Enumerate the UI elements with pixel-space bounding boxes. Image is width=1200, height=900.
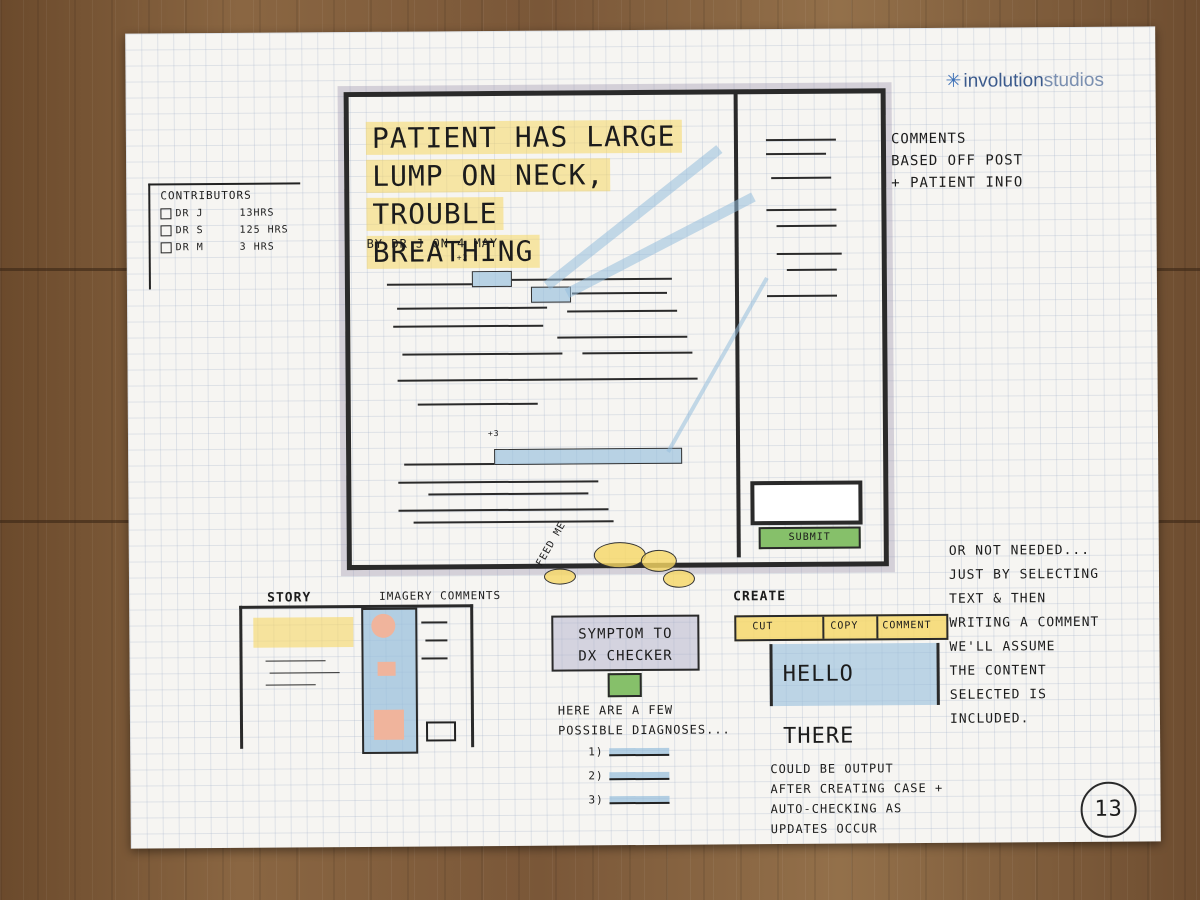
- contributor-hours: 13HRS: [239, 207, 275, 219]
- diagnosis-number: 2): [588, 769, 604, 783]
- note-line: BASED OFF POST: [891, 152, 1024, 170]
- symptom-checker-line: SYMPTOM TO: [578, 625, 673, 643]
- sketch-paper: ✳involutionstudios CONTRIBUTORS DR J 13H…: [125, 26, 1161, 849]
- image-thumbnail: [371, 613, 396, 638]
- comment-line: [421, 621, 448, 624]
- contributor-hours: 3 HRS: [239, 241, 275, 253]
- note-line: AFTER CREATING CASE +: [770, 780, 944, 797]
- note-line: JUST BY SELECTING: [948, 566, 1100, 583]
- highlighted-text: [494, 447, 683, 466]
- cut-button[interactable]: CUT: [752, 621, 774, 633]
- page-number: 13: [1080, 781, 1137, 838]
- comment-input[interactable]: [425, 721, 457, 742]
- post-title-line: PATIENT HAS LARGE: [365, 119, 682, 155]
- logo-brand-b: studios: [1043, 69, 1104, 92]
- involution-logo: ✳involutionstudios: [945, 69, 1104, 93]
- comment-line: [421, 657, 448, 660]
- note-line: OR NOT NEEDED...: [948, 542, 1091, 559]
- create-heading: CREATE: [733, 589, 787, 605]
- avatar-icon: [160, 242, 172, 254]
- copy-button[interactable]: COPY: [830, 620, 859, 632]
- avatar-icon: [160, 208, 172, 220]
- post-byline: BY DR J ON 4 MAY: [366, 236, 499, 251]
- note-line: COMMENTS: [890, 130, 967, 148]
- comment-line: [771, 176, 832, 180]
- symptom-checker-line: DX CHECKER: [578, 647, 673, 665]
- note-line: + PATIENT INFO: [891, 174, 1024, 192]
- comment-line: [776, 224, 837, 228]
- diagnosis-item[interactable]: 3): [588, 788, 670, 813]
- output-note: COULD BE OUTPUT AFTER CREATING CASE + AU…: [770, 758, 943, 839]
- speech-bubble: [543, 568, 577, 585]
- image-thumbnail: [373, 709, 405, 740]
- note-line: AUTO-CHECKING AS: [770, 801, 903, 817]
- story-heading: STORY: [267, 590, 312, 606]
- down-arrow-icon: [607, 673, 642, 698]
- contributors-panel: CONTRIBUTORS DR J 13HRS DR S 125 HRS DR …: [148, 182, 301, 290]
- submit-button[interactable]: SUBMIT: [758, 526, 861, 550]
- comments-note: COMMENTS BASED OFF POST + PATIENT INFO: [891, 127, 1023, 194]
- image-thumbnail: [377, 661, 396, 676]
- contributor-name: DR S: [175, 225, 204, 237]
- note-line: SELECTED IS: [949, 687, 1047, 703]
- contributor-name: DR J: [175, 208, 204, 220]
- speech-bubble: [640, 549, 677, 573]
- toolbar-divider: [822, 616, 825, 639]
- note-line: UPDATES OCCUR: [770, 821, 878, 837]
- speech-bubble: [662, 569, 696, 588]
- avatar-icon: [160, 225, 172, 237]
- story-highlight: [253, 617, 354, 648]
- diagnosis-number: 1): [588, 745, 604, 759]
- diagnosis-list: 1) 2) 3): [588, 740, 670, 813]
- contributor-row: DR S 125 HRS: [160, 224, 301, 237]
- comment-button[interactable]: COMMENT: [882, 619, 932, 632]
- note-line: WE'LL ASSUME: [949, 639, 1056, 655]
- annotation-label: +2: [456, 253, 469, 263]
- diagnosis-item[interactable]: 2): [588, 764, 670, 789]
- spark-icon: ✳: [945, 70, 962, 92]
- note-line: WRITING A COMMENT: [949, 614, 1100, 631]
- logo-brand-a: involution: [963, 70, 1044, 92]
- comment-line: [425, 639, 448, 642]
- symptom-checker[interactable]: SYMPTOM TO DX CHECKER: [551, 614, 700, 672]
- contributor-row: DR M 3 HRS: [160, 241, 301, 254]
- comment-line: [786, 268, 837, 271]
- possible-diagnoses-heading: HERE ARE A FEW POSSIBLE DIAGNOSES...: [558, 699, 731, 740]
- selection-toolbar: CUT COPY COMMENT: [734, 613, 949, 642]
- contributor-row: DR J 13HRS: [160, 207, 300, 220]
- imagery-comments-heading: IMAGERY COMMENTS: [379, 588, 502, 603]
- diagnosis-number: 3): [588, 793, 604, 807]
- diagnosis-item[interactable]: 1): [588, 740, 670, 765]
- diagnosis-placeholder: [609, 795, 670, 805]
- contributors-title: CONTRIBUTORS: [160, 188, 252, 203]
- note-line: THE CONTENT: [949, 663, 1047, 679]
- selection-note: OR NOT NEEDED... JUST BY SELECTING TEXT …: [949, 539, 1100, 732]
- diagnosis-placeholder: [609, 771, 670, 781]
- contributor-hours: 125 HRS: [239, 224, 289, 236]
- heading-line: HERE ARE A FEW: [557, 702, 674, 718]
- contributor-name: DR M: [175, 242, 204, 254]
- note-line: TEXT & THEN: [949, 591, 1047, 607]
- annotation-label: +3: [487, 429, 500, 439]
- comment-input[interactable]: [750, 480, 863, 526]
- note-line: INCLUDED.: [949, 711, 1030, 727]
- heading-line: POSSIBLE DIAGNOSES...: [557, 722, 731, 738]
- toolbar-divider: [876, 616, 879, 639]
- diagnosis-placeholder: [609, 747, 670, 757]
- post-title-line: LUMP ON NECK, TROUBLE: [366, 158, 611, 231]
- imagery-column: [361, 607, 419, 754]
- comment-line: [766, 152, 827, 156]
- highlighted-text: [471, 270, 512, 288]
- editor-text-area[interactable]: HELLO THERE: [769, 642, 940, 749]
